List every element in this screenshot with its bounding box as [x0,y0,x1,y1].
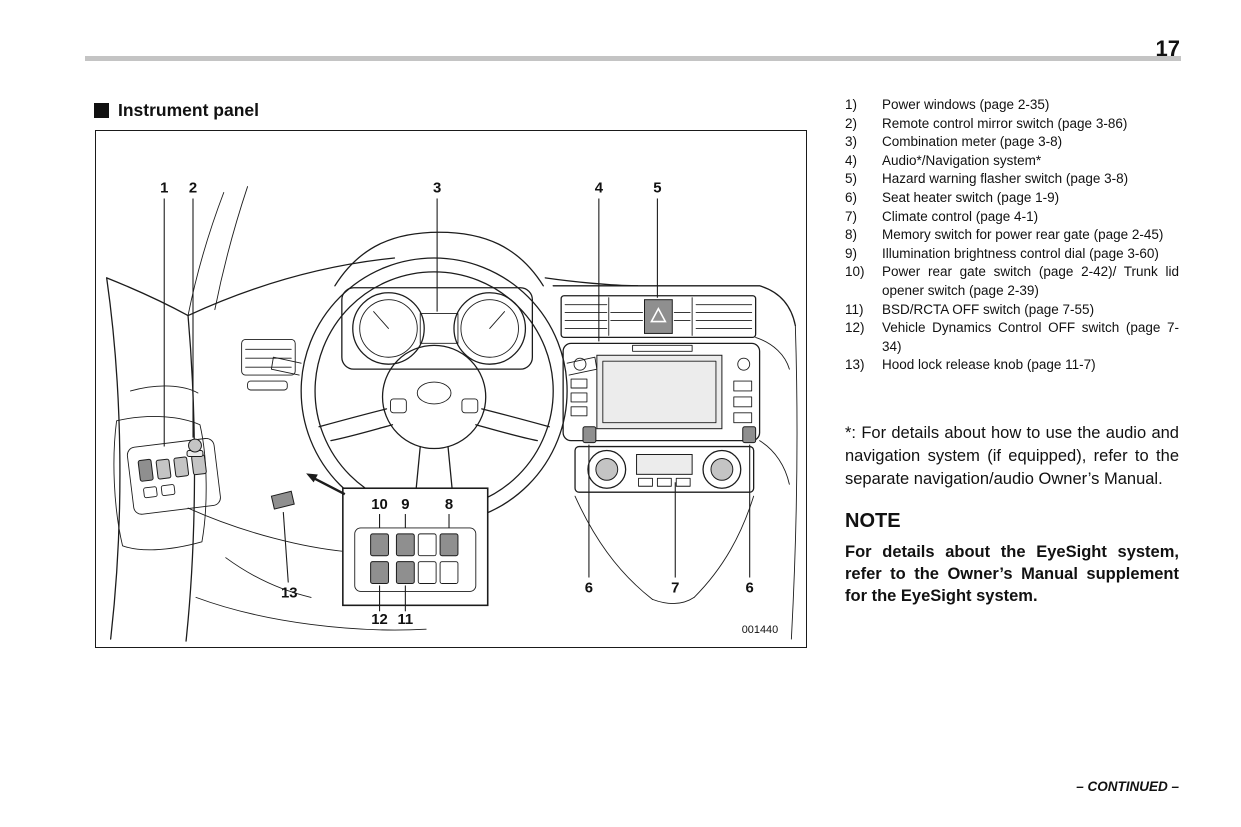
legend-item-number: 6) [845,189,858,205]
legend-item-text: Remote control mirror switch (page 3-86) [882,115,1128,131]
callout-13: 13 [281,585,298,601]
section-marker-square [94,103,109,118]
asterisk-footnote: *: For details about how to use the audi… [845,424,1179,488]
legend-item-text: Power rear gate switch (page 2-42)/ Trun… [882,264,1179,298]
seat-heater-switch-right [742,426,757,444]
page-number: 17 [1155,36,1180,61]
callout-5: 5 [653,181,661,197]
callout-11: 11 [397,612,413,628]
driver-door [106,277,221,642]
power-window-switch-panel [126,437,221,515]
legend-item: 10) Power rear gate switch (page 2-42)/ T… [845,263,1179,300]
left-air-vent [241,338,296,391]
legend-item: 7) Climate control (page 4-1) [845,208,1179,227]
legend-item-number: 8) [845,227,858,243]
inset-switch-detail: 10 9 8 12 11 [306,473,489,628]
note-body: For details about the EyeSight system, r… [845,543,1179,605]
legend-item: 11) BSD/RCTA OFF switch (page 7-55) [845,301,1179,320]
steering-wheel [270,257,598,525]
legend-item: 13) Hood lock release knob (page 11-7) [845,356,1179,375]
legend-item-number: 13) [845,357,865,373]
callout-8: 8 [445,497,453,513]
legend-list: 1) Power windows (page 2-35) 2) Remote con… [845,96,1179,375]
legend-item-text: Climate control (page 4-1) [882,208,1039,224]
legend-item-text: Combination meter (page 3-8) [882,134,1063,150]
legend-item-text: Seat heater switch (page 1-9) [882,189,1060,205]
legend-item-number: 7) [845,208,858,224]
callout-9: 9 [401,497,409,513]
legend-item: 6) Seat heater switch (page 1-9) [845,189,1179,208]
section-header: Instrument panel [94,100,259,121]
legend-item-text: Hazard warning flasher switch (page 3-8) [882,171,1129,187]
section-title: Instrument panel [118,100,259,120]
legend-item-number: 5) [845,171,858,187]
passenger-side-edge [759,325,798,640]
figure-code: 001440 [742,624,778,636]
dashboard-top [187,231,796,370]
legend-item: 9) Illumination brightness control dial (… [845,245,1179,264]
callout-12: 12 [371,612,388,628]
legend-item-number: 9) [845,245,858,261]
legend-item-text: Vehicle Dynamics Control OFF switch (pag… [882,320,1179,354]
center-console [574,495,755,605]
callout-3: 3 [433,181,441,197]
legend-item: 4) Audio*/Navigation system* [845,152,1179,171]
climate-control-panel [574,445,755,493]
legend-item-text: BSD/RCTA OFF switch (page 7-55) [882,301,1095,317]
callout-6-right: 6 [746,580,754,596]
center-air-vents [560,295,757,339]
legend-item: 8) Memory switch for power rear gate (pag… [845,226,1179,245]
header-rule [85,56,1181,61]
legend-item: 5) Hazard warning flasher switch (page 3-… [845,170,1179,189]
callout-6-left: 6 [585,580,593,596]
legend-item-text: Illumination brightness control dial (pa… [882,245,1159,261]
dashboard-line-art: 1 2 3 4 5 6 7 6 13 [106,181,798,642]
legend-item: 2) Remote control mirror switch (page 3-8… [845,115,1179,134]
instrument-panel-figure: 1 2 3 4 5 6 7 6 13 [95,130,807,648]
callout-10: 10 [371,497,388,513]
inset-switch-panel [354,527,477,592]
legend-item-number: 2) [845,115,858,131]
legend-item-number: 10) [845,264,865,280]
callout-1: 1 [160,181,168,197]
legend-item-text: Hood lock release knob (page 11-7) [882,357,1096,373]
legend-item: 3) Combination meter (page 3-8) [845,133,1179,152]
callout-leaders [163,198,751,583]
legend-item-number: 12) [845,320,865,336]
legend-item: 1) Power windows (page 2-35) [845,96,1179,115]
legend-item: 12) Vehicle Dynamics Control OFF switch (… [845,319,1179,356]
continued-marker: – CONTINUED – [1076,779,1179,794]
hazard-switch [644,299,673,334]
legend-item-number: 3) [845,134,858,150]
a-pillar [187,186,249,317]
seat-heater-switch-left [582,426,597,444]
mirror-control-switch [186,438,204,457]
audio-navigation-unit [562,342,761,442]
note-heading: NOTE [845,510,901,532]
callout-2: 2 [189,181,197,197]
legend-item-number: 11) [845,301,864,317]
callout-4: 4 [595,181,604,197]
legend-item-text: Audio*/Navigation system* [882,152,1042,168]
hood-release-knob [270,490,295,510]
legend-item-text: Power windows (page 2-35) [882,97,1050,112]
callout-7: 7 [671,580,679,596]
legend-item-text: Memory switch for power rear gate (page … [882,227,1164,243]
legend-item-number: 4) [845,152,858,168]
legend-item-number: 1) [845,97,858,112]
